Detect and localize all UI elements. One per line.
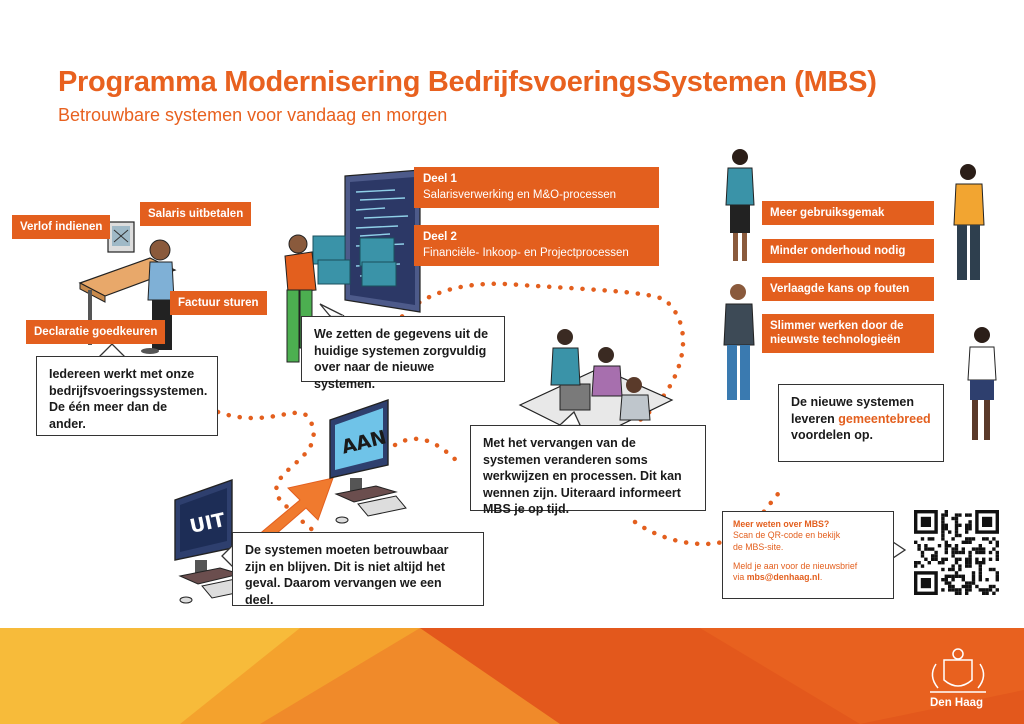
desk-worker-illustration	[78, 221, 177, 354]
benefit-gebruiksgemak: Meer gebruiksgemak	[762, 201, 934, 226]
info-box: Meer weten over MBS? Scan de QR-code en …	[722, 511, 894, 599]
info-email-link[interactable]: mbs@denhaag.nl	[746, 572, 820, 582]
footer-banner	[0, 628, 1024, 724]
dotted-path	[215, 409, 358, 548]
page-title: Programma Modernisering Bedrijfsvoerings…	[58, 66, 877, 98]
bubble-benefits-post: voordelen op.	[791, 428, 873, 442]
bubble-benefits: De nieuwe systemen leveren gemeentebreed…	[778, 384, 944, 462]
qr-code-icon	[914, 510, 999, 595]
bubble-everyone: Iedereen werkt met onze bedrijfsvoerings…	[36, 356, 218, 436]
part-1-text: Salarisverwerking en M&O-processen	[423, 188, 617, 201]
info-line-1: Scan de QR-code en bekijk	[733, 530, 841, 541]
benefit-fouten: Verlaagde kans op fouten	[762, 277, 934, 302]
info-via: via	[733, 572, 745, 582]
bubble-migrate: We zetten de gegevens uit de huidige sys…	[301, 316, 505, 391]
den-haag-coat-of-arms-icon	[930, 648, 986, 693]
bubble-change: Met het vervangen van de systemen verand…	[470, 425, 706, 516]
bubble-reliable: De systemen moeten betrouwbaar zijn en b…	[232, 532, 484, 607]
dotted-path-2	[392, 281, 686, 423]
team-meeting-illustration	[518, 329, 674, 441]
page-subtitle: Betrouwbare systemen voor vandaag en mor…	[58, 105, 448, 125]
benefit-onderhoud: Minder onderhoud nodig	[762, 239, 934, 264]
info-line-2: de MBS-site.	[733, 541, 784, 552]
tag-factuur-sturen: Factuur sturen	[170, 291, 267, 316]
people-right-illustration	[723, 149, 997, 440]
tag-verlof-indienen: Verlof indienen	[12, 215, 111, 240]
part-2-text: Financiële- Inkoop- en Projectprocessen	[423, 246, 629, 259]
tag-salaris-uitbetalen: Salaris uitbetalen	[140, 202, 252, 227]
computer-on-illustration: AAN	[329, 399, 407, 524]
computer-off-illustration: UIT	[174, 479, 251, 604]
code-screen-illustration	[284, 169, 421, 363]
part-1-label: Deel 1 Salarisverwerking en M&O-processe…	[414, 167, 659, 209]
part-2-heading: Deel 2	[423, 231, 457, 243]
info-period: .	[819, 572, 823, 582]
part-2-label: Deel 2 Financiële- Inkoop- en Projectpro…	[414, 225, 659, 267]
logo-name: Den Haag	[930, 697, 984, 709]
benefit-technologie: Slimmer werken door de nieuwste technolo…	[762, 314, 934, 353]
part-1-heading: Deel 1	[423, 173, 457, 185]
bubble-benefits-highlight: gemeentebreed	[838, 411, 931, 426]
bubble-benefits-pre: De nieuwe systemen leveren	[791, 395, 914, 426]
dotted-path-3	[392, 436, 461, 465]
info-line-4: via mbs@denhaag.nl.	[733, 572, 883, 583]
info-question: Meer weten over MBS?	[733, 519, 830, 529]
tag-declaratie-goedkeuren: Declaratie goedkeuren	[26, 320, 166, 345]
info-line-3: Meld je aan voor de nieuwsbrief	[733, 560, 858, 571]
